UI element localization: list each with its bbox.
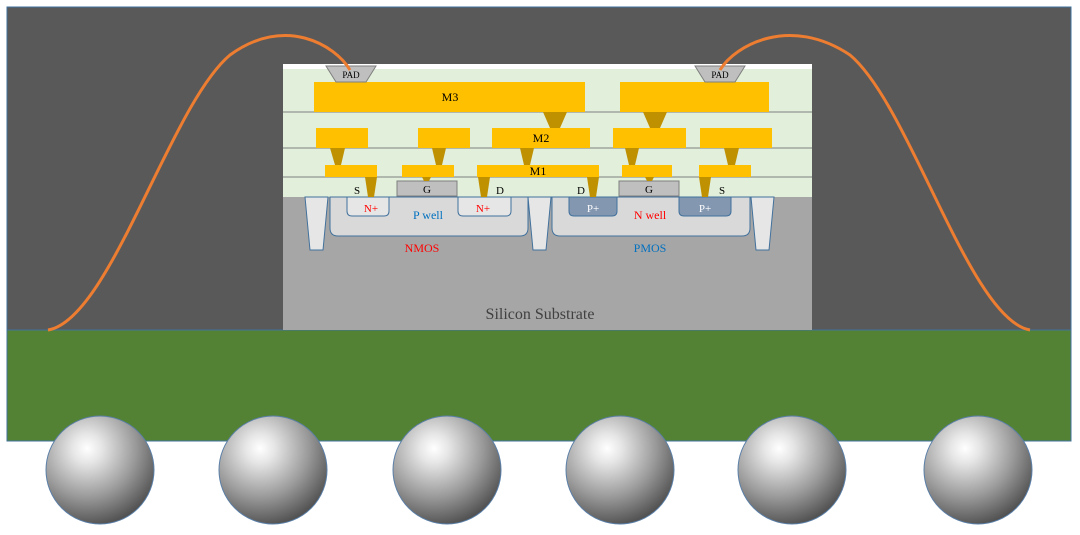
solder-ball [737,415,847,525]
metal-3-layer [314,82,769,112]
pmos-label: PMOS [634,241,667,255]
solder-ball [923,415,1033,525]
right-bond-wire [718,34,1031,332]
solder-ball [218,415,328,525]
m1-label: M1 [530,164,547,178]
metal-2-layer [316,128,772,148]
n-plus-source-region [346,196,390,217]
p-well-label: P well [413,208,444,222]
nmos-gate-label: G [423,184,431,196]
solder-ball [565,415,675,525]
left-bond-wire [47,34,352,332]
nmos-source-label: S [354,185,360,197]
left-pad [325,65,377,83]
left-pad-label: PAD [342,70,360,80]
via-1-layer [330,148,739,165]
pmos-drain-label: D [577,185,585,197]
nmos-label: NMOS [405,241,440,255]
contacts [365,177,711,197]
silicon-substrate-label: Silicon Substrate [486,306,595,323]
m3-label: M3 [442,90,459,104]
right-pad [694,65,746,83]
package-substrate [6,329,1072,442]
n-plus-drain-label: N+ [476,203,490,215]
p-plus-drain-label: P+ [587,203,599,215]
solder-balls [45,415,1033,525]
n-well-label: N well [634,208,667,222]
passivation-layer [283,64,812,69]
nmos-drain-label: D [496,185,504,197]
metal-1-layer [325,165,751,177]
p-plus-drain-region [568,196,618,217]
right-pad-label: PAD [711,70,729,80]
solder-ball [45,415,155,525]
trench-isolation [304,196,775,251]
n-plus-source-label: N+ [364,203,378,215]
p-plus-source-label: P+ [699,203,711,215]
pmos-gate-label: G [645,184,653,196]
pmos-source-label: S [719,185,725,197]
n-plus-drain-region [457,196,512,217]
m2-label: M2 [533,131,550,145]
solder-ball [392,415,502,525]
via-2-layer [543,112,667,128]
p-plus-source-region [678,196,732,217]
